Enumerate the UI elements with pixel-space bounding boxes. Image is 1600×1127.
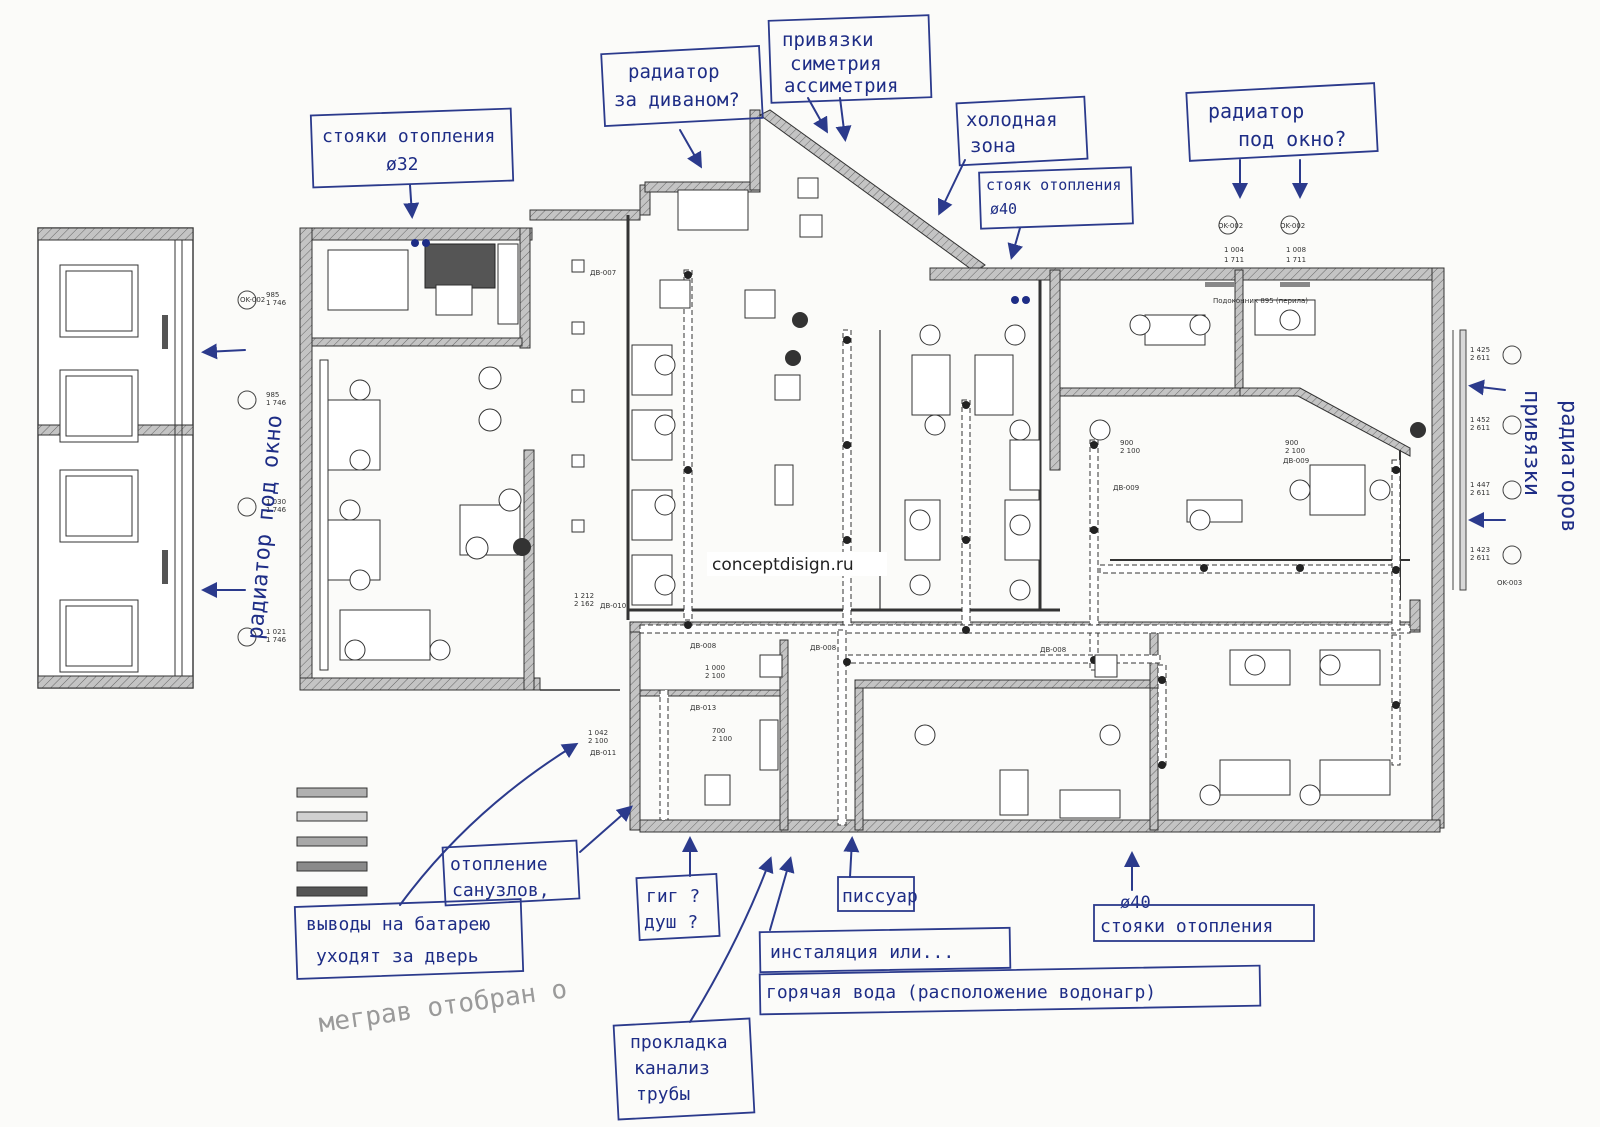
note-install-1: инсталяция или... — [770, 942, 954, 963]
svg-text:2 100: 2 100 — [712, 735, 732, 743]
note-cold-zone-1: холодная — [966, 109, 1058, 131]
legend — [296, 787, 368, 897]
note-risers-40-2: ø40 — [990, 200, 1017, 218]
note-sewer-2: канализ — [634, 1058, 710, 1079]
svg-text:985: 985 — [266, 391, 279, 399]
watermark-text: conceptdisign.ru — [712, 555, 854, 575]
svg-text:985: 985 — [266, 291, 279, 299]
note-risers-left-2: ø32 — [386, 154, 419, 175]
svg-text:1 746: 1 746 — [266, 636, 287, 644]
svg-text:900: 900 — [1120, 439, 1133, 447]
svg-text:OK-003: OK-003 — [1497, 579, 1522, 587]
svg-text:1 042: 1 042 — [588, 729, 608, 737]
note-bathroom-heating-2: санузлов, — [452, 880, 550, 901]
svg-text:ДВ-013: ДВ-013 — [690, 704, 716, 712]
svg-text:2 100: 2 100 — [705, 672, 725, 680]
window-elevation — [37, 227, 194, 689]
technical-labels: OK-002 985 1 746 985 1 746 1 030 1 746 1… — [237, 215, 1522, 757]
svg-text:ДВ-010: ДВ-010 — [600, 602, 626, 610]
svg-text:OK-002: OK-002 — [1280, 222, 1305, 230]
svg-text:1 423: 1 423 — [1470, 546, 1490, 554]
note-hyg-2: душ ? — [644, 912, 698, 933]
note-install-2: горячая вода (расположение водонагр) — [766, 982, 1156, 1003]
note-risers-left-1: стояки отопления — [322, 126, 495, 147]
svg-text:1 212: 1 212 — [574, 592, 594, 600]
svg-text:OK-002: OK-002 — [240, 296, 265, 304]
svg-text:1 746: 1 746 — [266, 399, 287, 407]
svg-text:ДВ-008: ДВ-008 — [690, 642, 716, 650]
note-bindings-2: симетрия — [790, 53, 882, 75]
svg-text:2 100: 2 100 — [1285, 447, 1305, 455]
svg-text:ДВ-007: ДВ-007 — [590, 269, 616, 277]
svg-text:ДВ-008: ДВ-008 — [1040, 646, 1066, 654]
svg-text:OK-002: OK-002 — [1218, 222, 1243, 230]
svg-text:1 746: 1 746 — [266, 299, 287, 307]
svg-text:ДВ-008: ДВ-008 — [810, 644, 836, 652]
svg-text:1 711: 1 711 — [1224, 256, 1244, 264]
note-radiator-bindings-1: привязки — [1519, 390, 1544, 496]
note-hyg-1: гиг ? — [646, 886, 700, 907]
note-radiator-window-right-2: под окно? — [1238, 127, 1346, 151]
svg-text:1 008: 1 008 — [1286, 246, 1306, 254]
note-risers-bottom-2: стояки отопления — [1100, 916, 1273, 937]
svg-text:2 611: 2 611 — [1470, 424, 1490, 432]
svg-text:1 004: 1 004 — [1224, 246, 1245, 254]
svg-text:2 100: 2 100 — [588, 737, 608, 745]
svg-text:1 746: 1 746 — [266, 506, 287, 514]
ventilation-ducts — [639, 269, 1411, 826]
svg-text:ДВ-011: ДВ-011 — [590, 749, 616, 757]
svg-text:ДВ-009: ДВ-009 — [1283, 457, 1309, 465]
note-sewer-1: прокладка — [630, 1032, 728, 1053]
svg-text:ДВ-009: ДВ-009 — [1113, 484, 1139, 492]
note-risers-bottom-1: ø40 — [1120, 893, 1151, 913]
note-radiator-window-left: радиатор под окно — [243, 414, 288, 640]
note-urinal: писсуар — [842, 886, 918, 907]
furniture — [319, 177, 1467, 819]
svg-text:2 611: 2 611 — [1470, 489, 1490, 497]
note-cold-zone-2: зона — [970, 135, 1016, 157]
svg-text:1 711: 1 711 — [1286, 256, 1306, 264]
note-outlets-2: уходят за дверь — [316, 946, 479, 967]
svg-text:900: 900 — [1285, 439, 1298, 447]
note-radiator-window-right-1: радиатор — [1208, 99, 1304, 123]
svg-text:2 611: 2 611 — [1470, 554, 1490, 562]
note-bindings-1: привязки — [782, 29, 874, 51]
svg-text:1 021: 1 021 — [266, 628, 286, 636]
svg-text:1 447: 1 447 — [1470, 481, 1490, 489]
svg-text:1 030: 1 030 — [266, 498, 286, 506]
svg-text:2 100: 2 100 — [1120, 447, 1140, 455]
svg-text:2 611: 2 611 — [1470, 354, 1490, 362]
svg-text:700: 700 — [712, 727, 725, 735]
note-radiator-sofa-1: радиатор — [628, 61, 720, 83]
note-bathroom-heating-1: отопление — [450, 854, 548, 875]
note-radiator-sofa-2: за диваном? — [614, 89, 740, 111]
building-walls — [299, 109, 1445, 833]
svg-text:2 162: 2 162 — [574, 600, 594, 608]
note-radiator-bindings-2: радиаторов — [1556, 400, 1581, 532]
svg-text:1 452: 1 452 — [1470, 416, 1490, 424]
svg-text:Подоконник 895 (перила): Подоконник 895 (перила) — [1213, 297, 1308, 305]
note-risers-40-1: стояк отопления — [986, 176, 1121, 194]
note-outlets-1: выводы на батарею — [306, 914, 490, 935]
note-sewer-3: трубы — [636, 1084, 690, 1105]
note-bindings-3: ассиметрия — [784, 75, 898, 97]
svg-text:1 425: 1 425 — [1470, 346, 1490, 354]
svg-text:1 000: 1 000 — [705, 664, 725, 672]
note-pencil: меграв отобран о — [317, 974, 569, 1039]
